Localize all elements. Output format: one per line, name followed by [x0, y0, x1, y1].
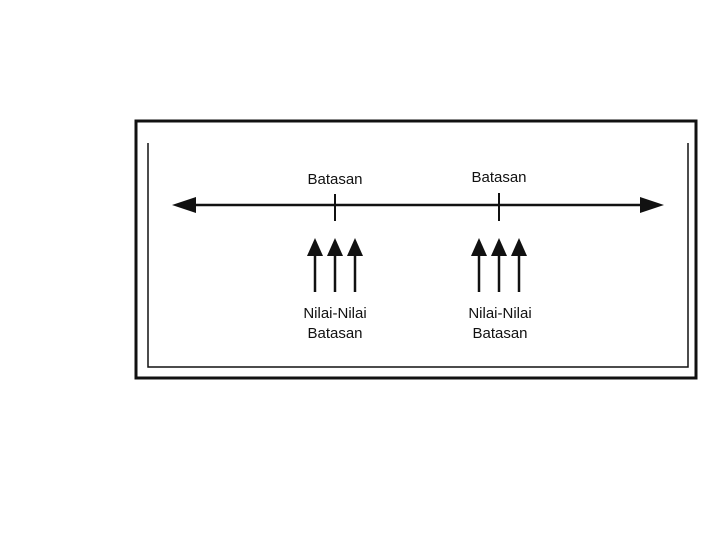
inner-frame	[147, 143, 689, 368]
value-arrowhead	[327, 238, 343, 256]
value-arrowhead	[347, 238, 363, 256]
value-arrowhead	[511, 238, 527, 256]
outer-frame	[134, 119, 698, 380]
number-line-right-arrowhead	[640, 197, 664, 213]
boundary-label-1: Batasan	[307, 171, 362, 188]
value-arrows-group-1	[307, 238, 363, 292]
value-group-label-1-line2: Batasan	[307, 325, 362, 342]
boundary-label-2: Batasan	[471, 169, 526, 186]
value-group-label-2-line1: Nilai-Nilai	[468, 305, 531, 322]
value-arrows-group-2	[471, 238, 527, 292]
number-line-left-arrowhead	[172, 197, 196, 213]
value-arrowhead	[307, 238, 323, 256]
value-group-label-1-line1: Nilai-Nilai	[303, 305, 366, 322]
value-arrowhead	[471, 238, 487, 256]
value-arrowhead	[491, 238, 507, 256]
value-group-label-2-line2: Batasan	[472, 325, 527, 342]
